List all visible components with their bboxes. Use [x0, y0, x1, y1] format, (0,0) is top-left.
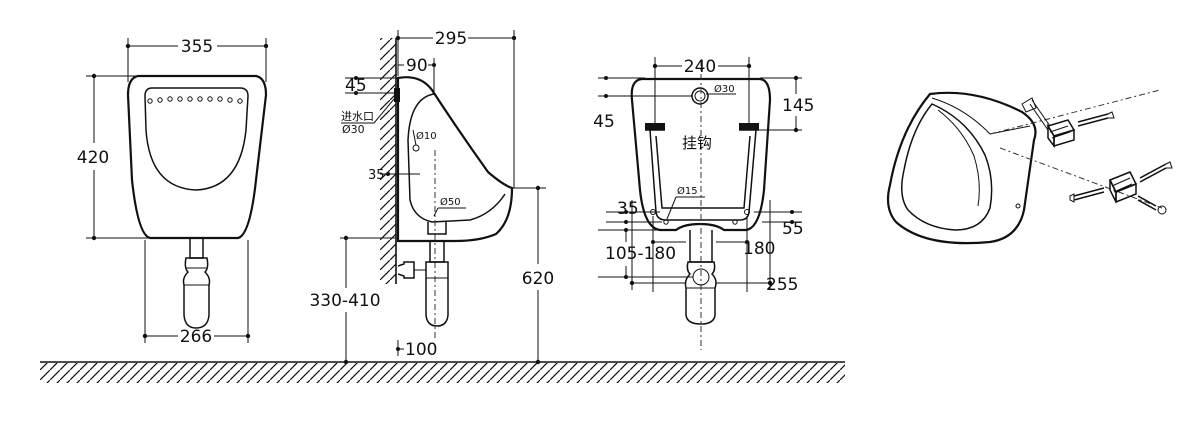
lower-wall-bracket	[1069, 161, 1173, 215]
side-depth-label: 295	[435, 29, 467, 49]
front-height-label: 420	[77, 148, 109, 168]
side-35-label: 35	[368, 168, 385, 183]
pipe-offset-label: 100	[405, 340, 437, 360]
top-hole-diameter-label: Ø30	[714, 83, 735, 95]
front-view: 355 420 266	[77, 37, 269, 347]
hanger-spacing-label: 240	[684, 57, 716, 77]
back-145-label: 145	[782, 96, 814, 116]
back-45-label: 45	[593, 112, 615, 132]
front-width-label: 355	[181, 37, 213, 57]
hanger-label: 挂钩	[682, 134, 712, 152]
side-offset-90-label: 90	[406, 56, 428, 76]
back-255-label: 255	[766, 275, 798, 295]
total-height-label: 620	[522, 269, 554, 289]
trap-width-label: 266	[180, 327, 212, 347]
inlet-label: 进水口	[341, 110, 374, 123]
back-35-label: 35	[617, 199, 639, 219]
back-105-180-label: 105-180	[605, 244, 676, 264]
inlet-diameter-label: Ø30	[342, 123, 365, 136]
side-view: 295 90 45 进水口 Ø30 Ø10 35 Ø50 330-410	[309, 29, 554, 365]
upper-wall-bracket	[1021, 97, 1115, 149]
bottom-hole-diameter-label: Ø15	[677, 185, 698, 197]
isometric-view	[886, 89, 1173, 245]
hole-10-label: Ø10	[416, 130, 437, 142]
install-height-label: 330-410	[309, 291, 380, 311]
side-offset-45-label: 45	[345, 76, 367, 96]
back-view: 240 Ø30 45 145 挂钩 Ø15 35 55	[593, 57, 814, 350]
back-55-label: 55	[782, 219, 804, 239]
floor	[40, 361, 845, 383]
back-180-label: 180	[743, 239, 775, 259]
outlet-diameter-label: Ø50	[440, 196, 461, 208]
flush-holes	[147, 96, 243, 104]
